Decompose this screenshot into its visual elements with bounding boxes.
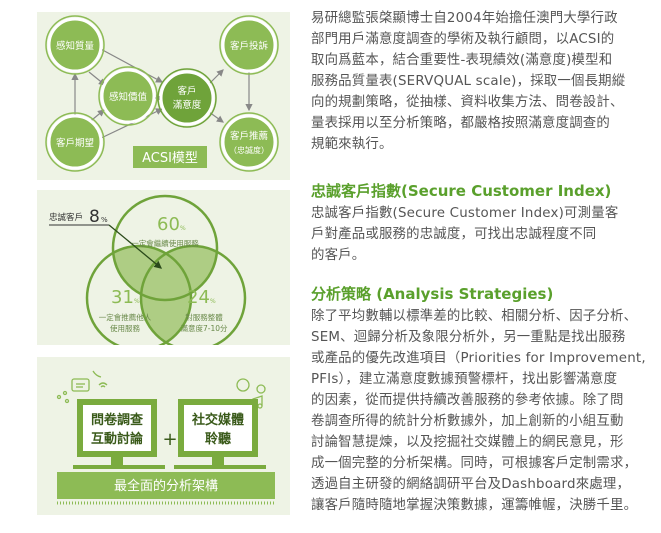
- text-line: 取向爲藍本，結合重要性-表現績效(滿意度)模型和: [311, 53, 613, 68]
- venn-circle-left: [85, 244, 193, 345]
- svg-text:互動討論: 互動討論: [91, 431, 144, 447]
- text-line: 部門用戶滿意度調查的學術及執行顧問，以ACSI的: [311, 32, 615, 47]
- text-line: 成一個完整的分析架構。同時，可根據客戶定制需求，: [311, 456, 638, 471]
- svg-text:（忠誠度）: （忠誠度）: [229, 145, 269, 155]
- text-line: SEM、迴歸分析及象限分析外，另一重點是找出服務: [311, 330, 626, 345]
- text-line: 易研總監張棨顯博士自2004年始擔任澳門大學行政: [311, 11, 618, 26]
- text-line: 卷調查所得的統計分析數據外，加上創新的小組互動: [311, 414, 624, 429]
- text-line: 或產品的優先改進項目（Priorities for Improvement,: [311, 351, 646, 366]
- communication-icons: [56, 370, 266, 412]
- top-text: 一定會繼續使用服務: [131, 238, 199, 248]
- plus-sign: +: [162, 429, 177, 450]
- framework-base: [57, 472, 275, 499]
- left-value: 31: [111, 287, 134, 308]
- text-line: 的因素，從而提供持續改善服務的參考依據。除了問: [311, 393, 624, 408]
- sci-heading: 忠誠客戶指數(Secure Customer Index): [311, 182, 612, 200]
- node-perceived-quality: 感知質量: [45, 15, 105, 75]
- svg-text:滿意度: 滿意度: [173, 99, 202, 111]
- text-column: 易研總監張棨顯博士自2004年始擔任澳門大學行政 部門用戶滿意度調查的學術及執行…: [311, 8, 661, 516]
- svg-text:使用服務: 使用服務: [110, 323, 140, 333]
- text-line: 服務品質量表(SERVQUAL scale)，採取一個長期縱: [311, 74, 626, 89]
- strategies-heading: 分析策略 (Analysis Strategies): [311, 285, 554, 303]
- svg-text:%: %: [210, 298, 216, 305]
- svg-text:%: %: [180, 225, 186, 232]
- svg-text:問卷調查: 問卷調查: [91, 412, 144, 428]
- intro-paragraph: 易研總監張棨顯博士自2004年始擔任澳門大學行政 部門用戶滿意度調查的學術及執行…: [311, 8, 661, 155]
- venn-circle-right: [139, 244, 247, 345]
- svg-text:客戶期望: 客戶期望: [56, 137, 94, 149]
- text-line: 透過自主研發的網絡調研平台及Dashboard來處理，: [311, 477, 631, 492]
- acsi-model-diagram: 感知質量 客戶期望 感知價值 客戶滿意度 客戶投訴 客戶推薦 （忠誠度） ACSI…: [37, 12, 290, 180]
- text-line: 量表採用以至分析策略，都嚴格按照滿意度調查的: [311, 116, 610, 131]
- venn-circle-top: [111, 194, 219, 302]
- svg-text:對服務整體: 對服務整體: [185, 312, 223, 322]
- strategies-paragraph: 除了平均數輔以標準差的比較、相關分析、因子分析、 SEM、迴歸分析及象限分析外，…: [311, 306, 661, 516]
- node-customer-recommend: 客戶推薦 （忠誠度）: [219, 112, 279, 172]
- loyal-value: 8: [89, 207, 100, 227]
- svg-text:感知價值: 感知價值: [109, 91, 148, 103]
- node-customer-complaint: 客戶投訴: [219, 15, 279, 75]
- svg-text:客戶: 客戶: [177, 85, 196, 97]
- text-line: 除了平均數輔以標準差的比較、相關分析、因子分析、: [311, 309, 638, 324]
- social-media-screen: [178, 399, 258, 457]
- text-line: 的客戶。: [311, 248, 366, 263]
- text-line: 讓客戶隨時隨地掌握決策數據，運籌帷幄，決勝千里。: [311, 498, 638, 513]
- loyalty-venn-diagram: 忠誠客戶 8 % 60 % 一定會繼續使用服務 31 % 一定會推薦他人 使用服…: [37, 190, 290, 345]
- node-customer-expectation: 客戶期望: [45, 112, 105, 172]
- loyal-label: 忠誠客戶: [49, 212, 83, 223]
- svg-text:滿意度7-10分: 滿意度7-10分: [180, 323, 228, 333]
- svg-text:%: %: [134, 298, 140, 305]
- analysis-framework-graphic: 問卷調查 互動討論 + 社交媒體 聆聽 最全面的分析架構: [37, 357, 290, 515]
- framework-label: 最全面的分析架構: [114, 478, 218, 494]
- acsi-label: ACSI模型: [142, 151, 198, 166]
- svg-text:聆聽: 聆聽: [205, 431, 231, 447]
- svg-text:社交媒體: 社交媒體: [191, 412, 244, 428]
- svg-text:客戶推薦: 客戶推薦: [230, 130, 268, 142]
- node-perceived-value: 感知價值: [98, 66, 158, 126]
- svg-text:%: %: [101, 216, 108, 224]
- top-value: 60: [157, 214, 180, 235]
- text-line: 向的規劃策略，從抽樣、資料收集方法、問卷設計、: [311, 95, 624, 110]
- svg-text:感知質量: 感知質量: [56, 40, 95, 52]
- right-value: 24: [187, 287, 210, 308]
- sci-paragraph: 忠誠客戶指數(Secure Customer Index)可測量客 戶對產品或服…: [311, 203, 661, 266]
- survey-screen: [77, 399, 157, 457]
- text-line: 忠誠客戶指數(Secure Customer Index)可測量客: [311, 206, 619, 221]
- text-line: 規範來執行。: [311, 137, 393, 152]
- svg-text:客戶投訴: 客戶投訴: [230, 40, 269, 52]
- text-line: 戶對產品或服務的忠誠度，可找出忠誠程度不同: [311, 227, 597, 242]
- text-line: PFIs），建立滿意度數據預警標杆，找出影響滿意度: [311, 372, 618, 387]
- text-line: 討論智慧提煉，以及挖掘社交媒體上的網民意見，形: [311, 435, 624, 450]
- svg-text:一定會推薦他人: 一定會推薦他人: [99, 312, 152, 322]
